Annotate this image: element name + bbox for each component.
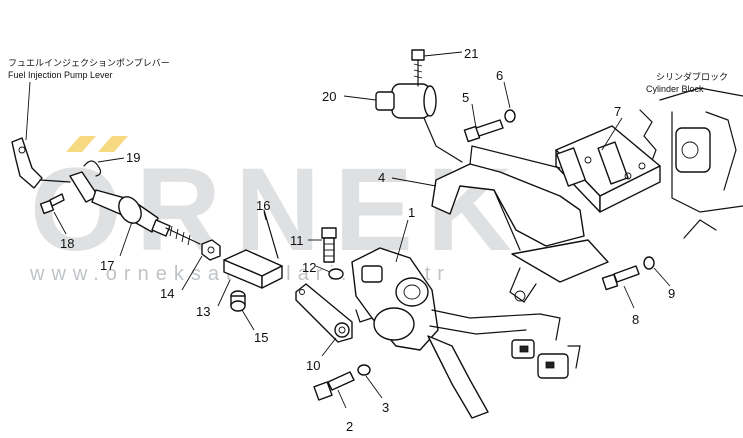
callout-8: 8 — [632, 312, 639, 327]
caption-cylinder-block-en: Cylinder Block — [646, 84, 704, 94]
callout-6: 6 — [496, 68, 503, 83]
callout-18: 18 — [60, 236, 74, 251]
callout-12: 12 — [302, 260, 316, 275]
caption-fuel-injection-pump-lever: フュエルインジェクションポンプレバー Fuel Injection Pump L… — [8, 58, 170, 141]
callout-1: 1 — [408, 205, 415, 220]
callout-15: 15 — [254, 330, 268, 345]
callout-21: 21 — [464, 46, 478, 61]
bolt-11 — [321, 227, 337, 263]
washer-3 — [357, 364, 371, 376]
block-13 — [223, 249, 283, 289]
caption-fuel-lever-jp: フュエルインジェクションポンプレバー — [8, 58, 170, 68]
fuel-pump-lever — [11, 137, 71, 189]
callout-2: 2 — [346, 419, 353, 433]
main-bracket — [431, 145, 609, 303]
rod-17 — [69, 171, 201, 246]
bolt-2 — [313, 371, 355, 401]
bolt-18 — [39, 193, 65, 215]
callout-7: 7 — [614, 104, 621, 119]
washer-12 — [328, 268, 344, 280]
callout-numbers: 1 2 3 4 5 6 7 8 9 10 11 12 13 14 15 16 1… — [60, 46, 675, 434]
callout-4: 4 — [378, 170, 385, 185]
bolt-5 — [463, 119, 504, 143]
caption-fuel-lever-en: Fuel Injection Pump Lever — [8, 70, 113, 80]
lever-10 — [295, 283, 353, 343]
callout-14: 14 — [160, 286, 174, 301]
leader-lines — [53, 51, 671, 409]
callout-20: 20 — [322, 89, 336, 104]
callout-17: 17 — [100, 258, 114, 273]
callout-13: 13 — [196, 304, 210, 319]
callout-10: 10 — [306, 358, 320, 373]
callout-11: 11 — [290, 233, 304, 248]
cylinder-block — [639, 87, 743, 239]
actuator-motor — [351, 247, 541, 419]
callout-19: 19 — [126, 150, 140, 165]
caption-cylinder-block: シリンダブロック Cylinder Block — [646, 71, 728, 94]
callout-16: 16 — [256, 198, 270, 213]
caption-cylinder-block-jp: シリンダブロック — [656, 71, 728, 82]
callout-3: 3 — [382, 400, 389, 415]
pin-16 — [263, 209, 279, 259]
bolt-8 — [601, 265, 640, 291]
washer-9 — [643, 256, 655, 270]
pin-15 — [230, 290, 246, 312]
mounting-bracket — [555, 125, 661, 213]
washer-6 — [504, 109, 516, 123]
wire-connector — [511, 313, 581, 379]
solenoid-assembly — [375, 49, 463, 163]
nut-14 — [201, 239, 221, 261]
clip-19 — [83, 160, 102, 177]
callout-9: 9 — [668, 286, 675, 301]
callout-5: 5 — [462, 90, 469, 105]
